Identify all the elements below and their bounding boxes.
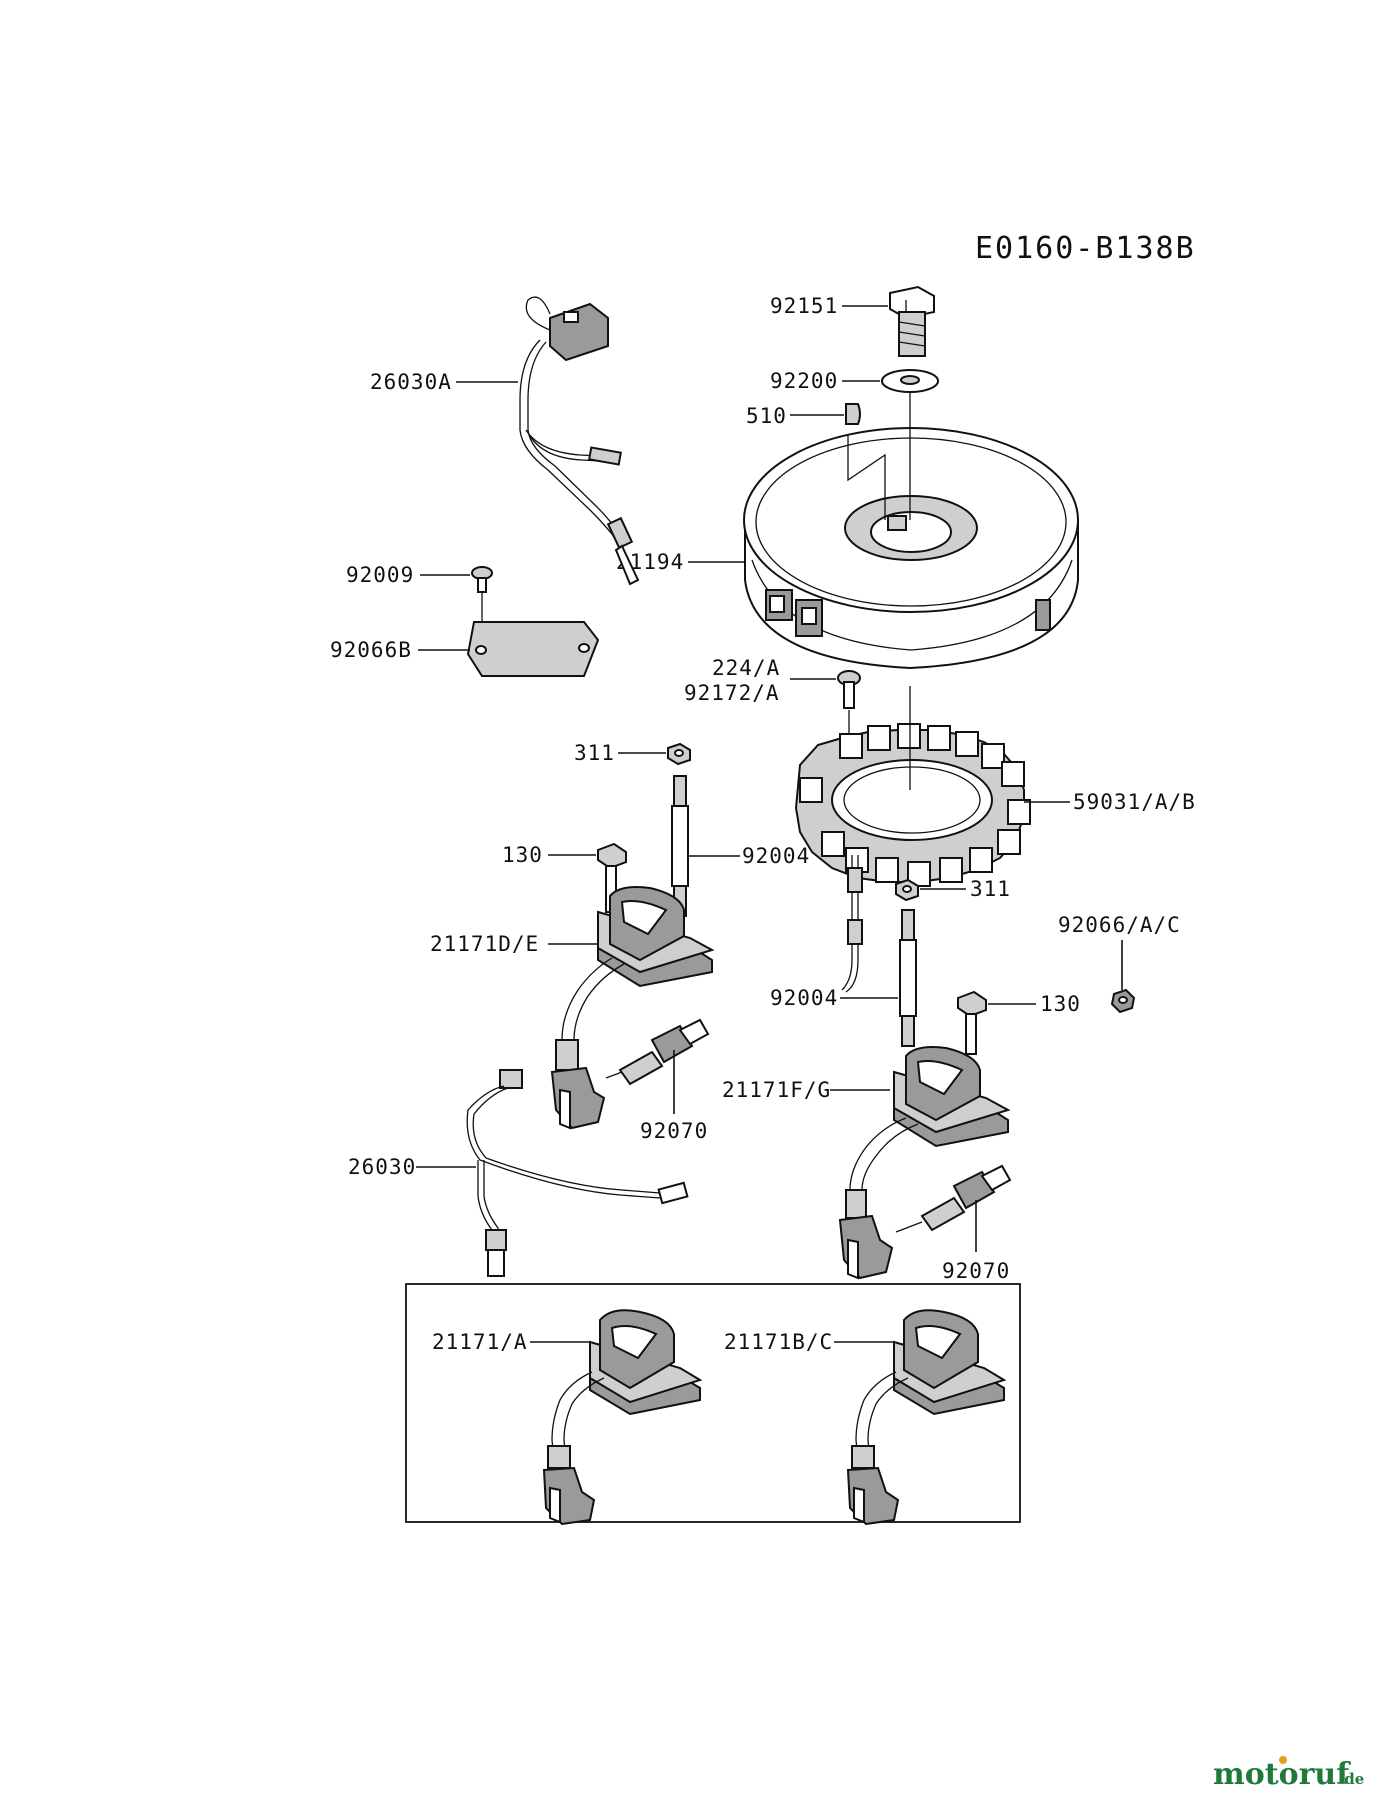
watermark-accent-dot (1279, 1756, 1287, 1764)
key-510[interactable] (845, 403, 861, 425)
screw-92009[interactable] (471, 566, 493, 593)
label-92070-left: 92070 (640, 1119, 708, 1143)
label-311-left: 311 (574, 741, 615, 765)
label-224A: 224/A (712, 656, 780, 680)
label-21171FG: 21171F/G (722, 1078, 831, 1102)
plate-92066B[interactable] (466, 621, 600, 677)
harness-26030[interactable] (466, 1069, 689, 1277)
label-510: 510 (746, 404, 787, 428)
ignition-coil-21171FG[interactable] (838, 1046, 1011, 1280)
screw-92172A[interactable] (837, 670, 861, 709)
washer-92200[interactable] (881, 369, 939, 393)
bolt-130-right[interactable] (957, 990, 987, 1055)
harness-26030A[interactable] (519, 296, 640, 586)
nut-92066AC[interactable] (1110, 988, 1136, 1014)
label-92070-right: 92070 (942, 1259, 1010, 1283)
label-92172A: 92172/A (684, 681, 780, 705)
nut-311-left[interactable] (667, 742, 691, 766)
label-59031AB: 59031/A/B (1073, 790, 1196, 814)
ignition-coil-21171BC[interactable] (846, 1309, 1007, 1526)
diagram-code: E0160-B138B (975, 231, 1196, 266)
label-130-left: 130 (502, 843, 543, 867)
motoruf-watermark: motoruf .de (1213, 1756, 1364, 1792)
alternate-coils-box (405, 1283, 1021, 1523)
label-130-right: 130 (1040, 992, 1081, 1016)
label-92004-left: 92004 (742, 844, 810, 868)
spark-plug-92070-right[interactable] (895, 1164, 1012, 1233)
label-26030A: 26030A (370, 370, 452, 394)
watermark-suffix: .de (1339, 1770, 1364, 1788)
label-92009: 92009 (346, 563, 414, 587)
label-92200: 92200 (770, 369, 838, 393)
stator-59031AB[interactable] (794, 723, 1031, 887)
label-92066B: 92066B (330, 638, 412, 662)
stator-lead-wire (841, 855, 863, 993)
label-21171A: 21171/A (432, 1330, 528, 1354)
ignition-coil-21171A[interactable] (542, 1309, 703, 1526)
spark-plug-92070-left[interactable] (605, 1018, 710, 1086)
ignition-coil-21171DE[interactable] (550, 886, 715, 1130)
label-92004-right: 92004 (770, 986, 838, 1010)
flywheel-21194[interactable] (743, 427, 1079, 670)
label-21171BC: 21171B/C (724, 1330, 833, 1354)
stud-92004-left[interactable] (671, 775, 689, 917)
label-92066AC: 92066/A/C (1058, 913, 1181, 937)
label-21171DE: 21171D/E (430, 932, 539, 956)
stud-92004-right[interactable] (899, 909, 917, 1047)
bolt-92151[interactable] (889, 285, 935, 357)
label-26030: 26030 (348, 1155, 416, 1179)
label-92151: 92151 (770, 294, 838, 318)
nut-311-right[interactable] (895, 878, 919, 902)
label-311-right: 311 (970, 877, 1011, 901)
